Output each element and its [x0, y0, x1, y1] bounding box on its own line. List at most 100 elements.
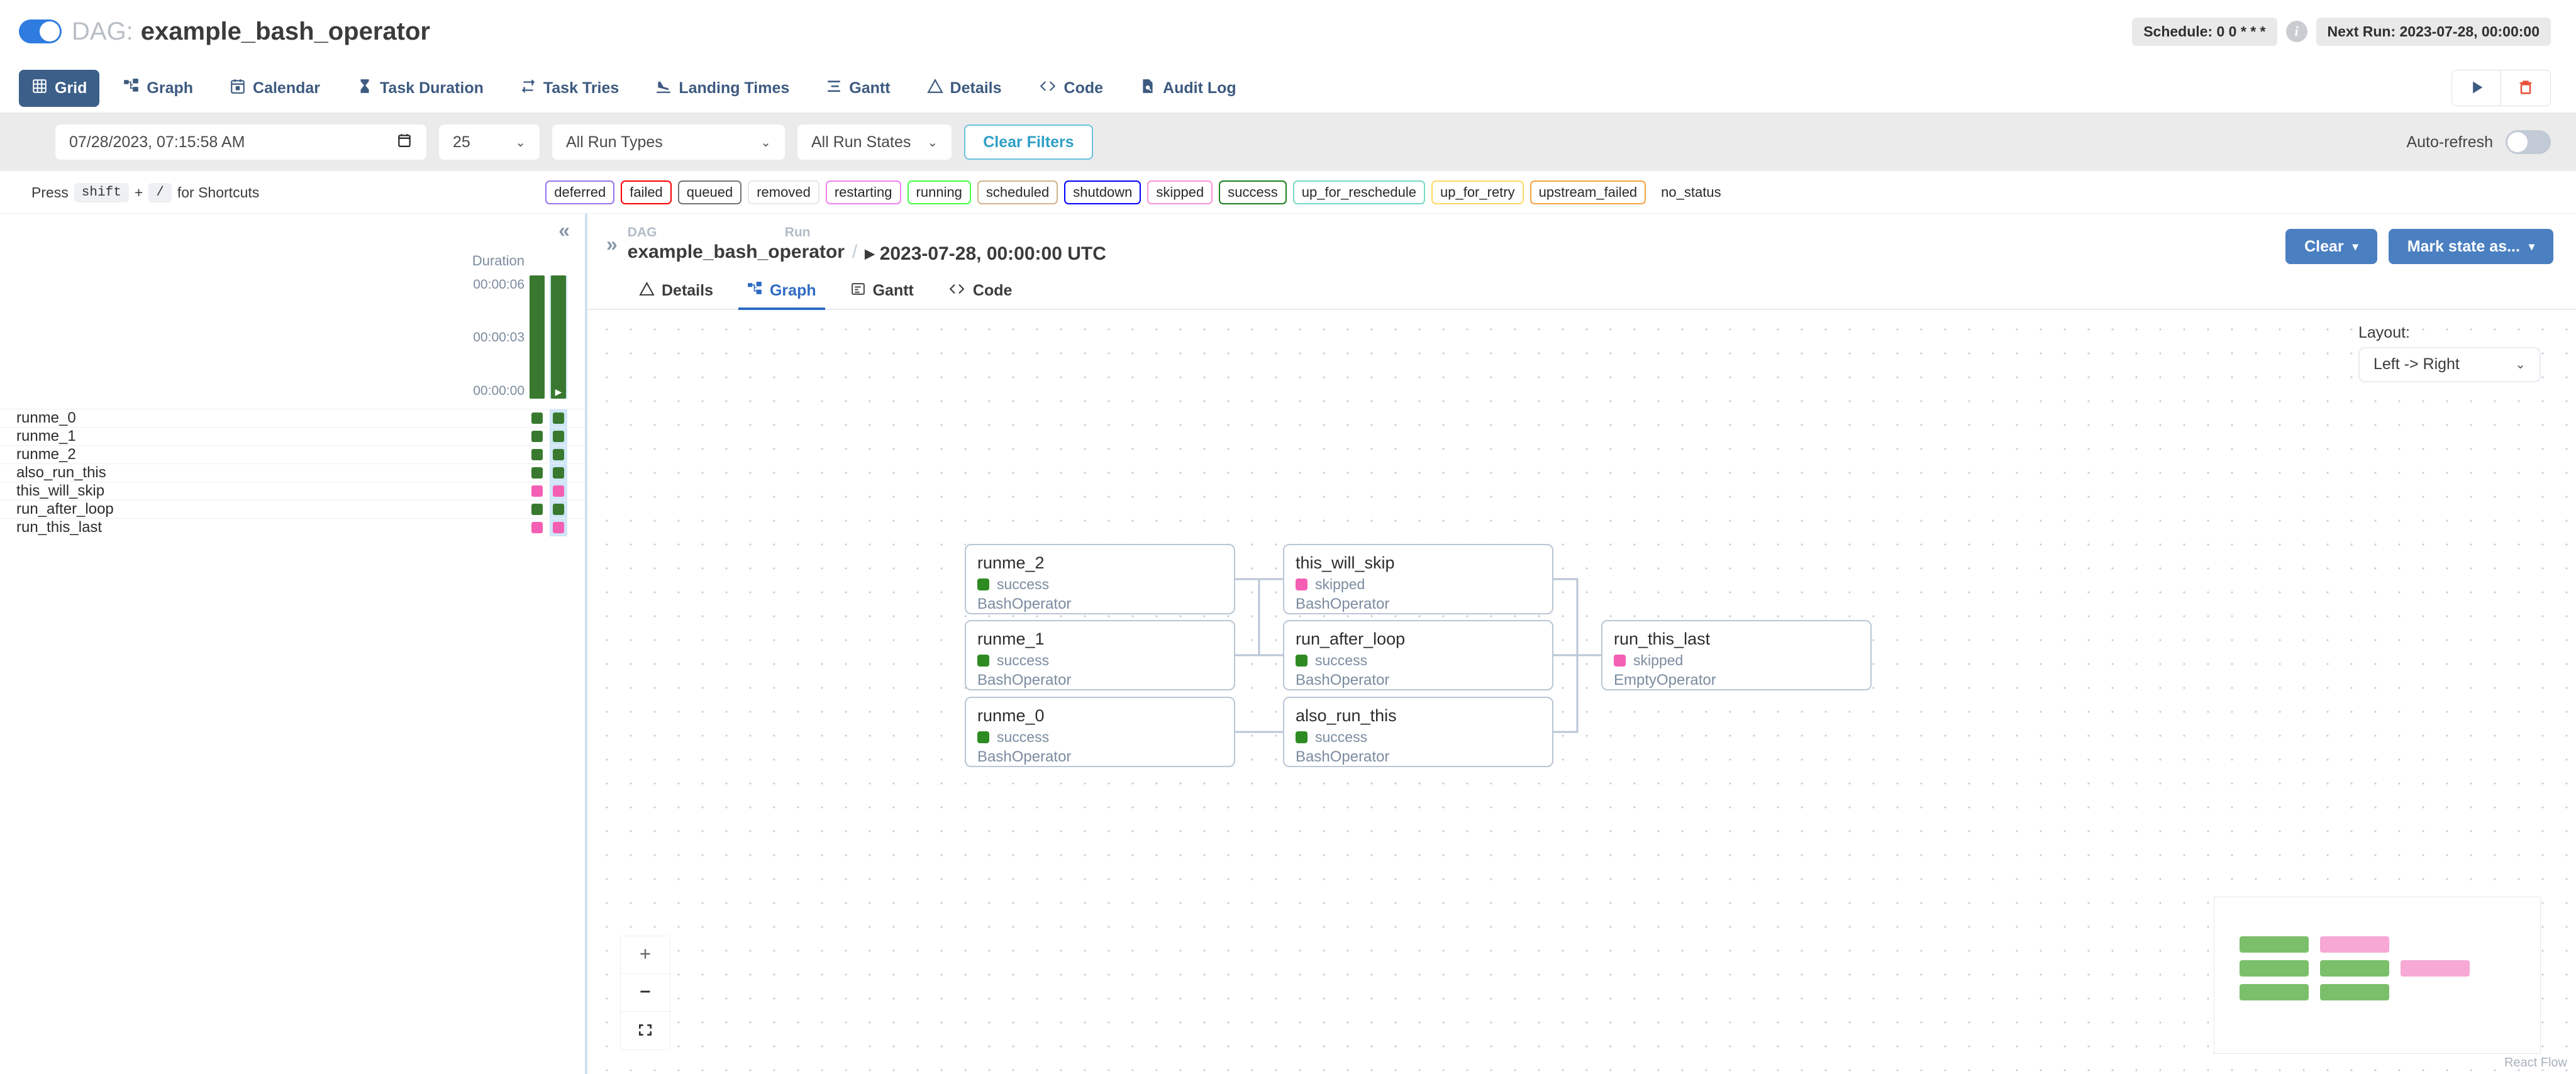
run-date-input[interactable]: 07/28/2023, 07:15:58 AM [55, 125, 426, 160]
shortcut-prefix: Press [31, 184, 69, 201]
sub-tab-gantt[interactable]: Gantt [836, 275, 928, 310]
schedule-badge: Schedule: 0 0 * * * [2132, 17, 2277, 46]
mark-state-button[interactable]: Mark state as... ▾ [2388, 229, 2553, 264]
sub-tab-details[interactable]: Details [625, 275, 727, 310]
task-instance-cell[interactable] [528, 501, 546, 518]
dag-run-bar-column[interactable] [528, 275, 546, 399]
legend-chip-failed[interactable]: failed [621, 180, 672, 204]
fit-view-button[interactable] [621, 1012, 670, 1049]
clear-filters-button[interactable]: Clear Filters [964, 125, 1093, 160]
layout-select[interactable]: Left -> Right ⌄ [2358, 346, 2541, 382]
task-instance-cell[interactable] [528, 464, 546, 482]
graph-node-title: runme_1 [977, 629, 1045, 648]
legend-chip-deferred[interactable]: deferred [545, 180, 615, 204]
legend-chip-shutdown[interactable]: shutdown [1064, 180, 1141, 204]
chevron-double-left-icon[interactable]: « [558, 219, 570, 241]
legend-chip-queued[interactable]: queued [677, 180, 742, 204]
tab-task-duration[interactable]: Task Duration [344, 70, 496, 107]
run-state-select[interactable]: All Run States ⌄ [797, 125, 952, 160]
tab-landing-times[interactable]: Landing Times [643, 70, 802, 107]
auto-refresh-group: Auto-refresh [2406, 130, 2551, 154]
table-row[interactable]: runme_2 [0, 445, 585, 463]
tab-grid[interactable]: Grid [19, 69, 100, 107]
graph-node-operator: BashOperator [1296, 595, 1390, 613]
legend-chip-success[interactable]: success [1219, 180, 1287, 204]
legend-chip-skipped[interactable]: skipped [1147, 180, 1213, 204]
legend-chip-up_for_retry[interactable]: up_for_retry [1431, 180, 1524, 204]
task-instance-cell[interactable] [550, 501, 567, 518]
task-instance-cell[interactable] [528, 428, 546, 445]
graph-minimap[interactable] [2214, 897, 2541, 1054]
task-instance-cell[interactable] [528, 446, 546, 463]
task-instance-cell[interactable] [550, 519, 567, 536]
task-instance-cell[interactable] [550, 482, 567, 500]
duration-axis-title: Duration [472, 253, 525, 268]
sub-tab-code[interactable]: Code [934, 275, 1026, 310]
zoom-out-button[interactable] [621, 974, 670, 1012]
legend-chip-up_for_reschedule[interactable]: up_for_reschedule [1292, 180, 1425, 204]
landing-icon [655, 78, 672, 99]
minimap-node [2320, 936, 2389, 953]
dag-run-bar-column[interactable]: ▶ [550, 275, 567, 399]
graph-node-status: success [977, 576, 1223, 593]
table-row[interactable]: runme_1 [0, 427, 585, 445]
task-instance-cell[interactable] [550, 409, 567, 427]
tab-calendar[interactable]: Calendar [217, 70, 333, 107]
info-icon[interactable]: i [2285, 21, 2307, 42]
task-instance-cell[interactable] [528, 482, 546, 500]
legend-chip-restarting[interactable]: restarting [825, 180, 901, 204]
table-row[interactable]: runme_0 [0, 409, 585, 427]
auto-refresh-toggle[interactable] [2506, 130, 2551, 154]
status-badge [553, 522, 564, 533]
table-row[interactable]: also_run_this [0, 463, 585, 482]
task-instance-cell[interactable] [528, 409, 546, 427]
task-instance-cell[interactable] [550, 428, 567, 445]
trigger-dag-button[interactable] [2452, 70, 2501, 106]
delete-dag-button[interactable] [2501, 70, 2550, 106]
sub-tab-graph[interactable]: Graph [733, 275, 830, 310]
graph-node-title: this_will_skip [1296, 553, 1395, 572]
clear-run-button[interactable]: Clear ▾ [2285, 229, 2377, 264]
dag-pause-toggle[interactable] [19, 19, 62, 43]
breadcrumb-run-link[interactable]: ▶ 2023-07-28, 00:00:00 UTC [865, 243, 1106, 265]
page-size-select[interactable]: 25 ⌄ [439, 125, 540, 160]
graph-node-title: run_this_last [1614, 629, 1711, 648]
calendar-picker-icon[interactable] [396, 132, 413, 153]
zoom-in-button[interactable] [621, 936, 670, 974]
breadcrumb-dag-link[interactable]: example_bash_operator [627, 241, 845, 262]
tab-graph[interactable]: Graph [111, 70, 206, 107]
tab-gantt[interactable]: Gantt [813, 70, 902, 107]
graph-node-status: skipped [1614, 652, 1859, 669]
tab-audit-log[interactable]: Audit Log [1127, 70, 1249, 107]
task-instance-cell[interactable] [528, 519, 546, 536]
table-row[interactable]: this_will_skip [0, 482, 585, 500]
legend-chip-upstream_failed[interactable]: upstream_failed [1530, 180, 1646, 204]
table-row[interactable]: run_this_last [0, 518, 585, 536]
tab-task-tries[interactable]: Task Tries [508, 70, 631, 107]
chevron-double-right-icon[interactable]: » [606, 233, 618, 255]
legend-chip-running[interactable]: running [907, 180, 971, 204]
breadcrumb-separator: / [852, 241, 858, 262]
task-instance-cell[interactable] [550, 446, 567, 463]
tab-code[interactable]: Code [1026, 70, 1116, 107]
graph-edges [1235, 578, 1601, 733]
legend-chip-removed[interactable]: removed [748, 180, 819, 204]
layout-label: Layout: [2358, 323, 2411, 341]
minimap-node [2320, 984, 2389, 1000]
tab-details[interactable]: Details [914, 70, 1014, 107]
task-instance-cell[interactable] [550, 464, 567, 482]
tab-label: Gantt [849, 79, 891, 97]
run-type-select[interactable]: All Run Types ⌄ [552, 125, 785, 160]
legend-chip-scheduled[interactable]: scheduled [977, 180, 1058, 204]
table-row[interactable]: run_after_loop [0, 500, 585, 518]
graph-node-status-label: success [1315, 729, 1368, 746]
